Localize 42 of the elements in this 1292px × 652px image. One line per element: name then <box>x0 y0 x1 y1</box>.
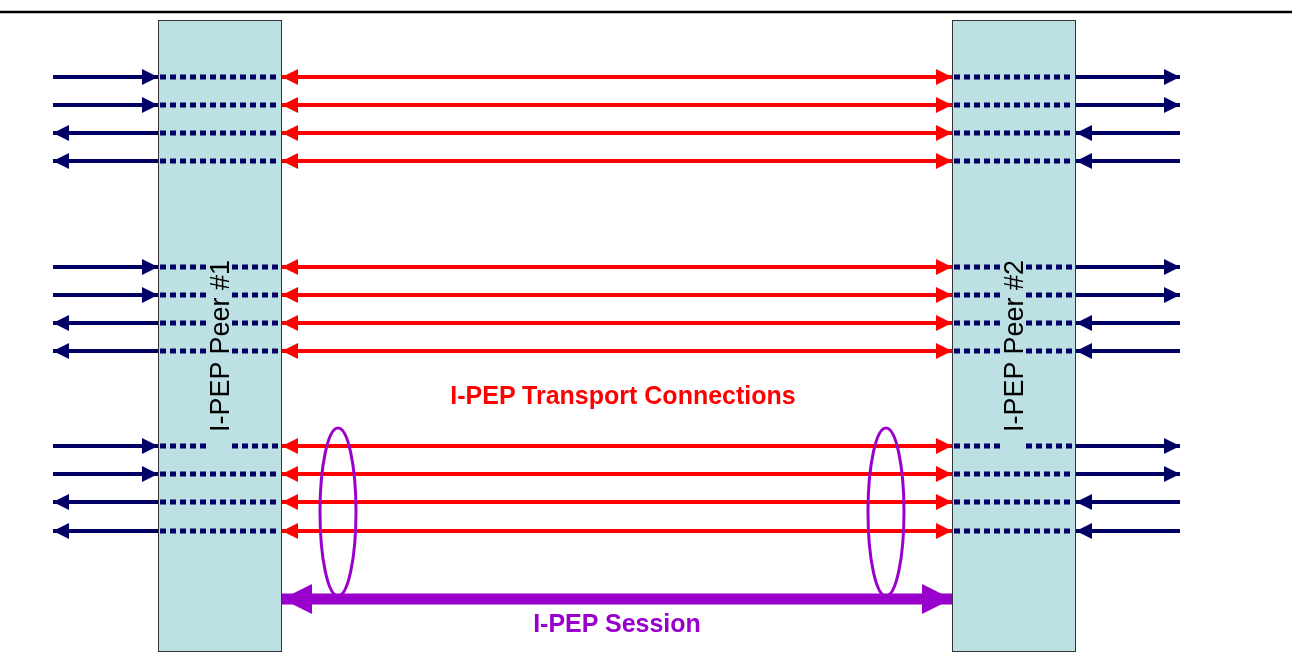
arrow <box>282 69 952 85</box>
arrow <box>282 523 952 539</box>
arrow <box>282 315 952 331</box>
arrow <box>53 153 158 169</box>
arrow <box>282 153 952 169</box>
arrow <box>1076 287 1180 303</box>
arrow <box>282 584 952 614</box>
peer-label: I-PEP Peer #2 <box>998 259 1030 433</box>
arrow <box>282 343 952 359</box>
caption-label: I-PEP Transport Connections <box>450 381 796 410</box>
arrow <box>53 343 158 359</box>
arrow <box>282 466 952 482</box>
arrow <box>282 259 952 275</box>
peer-label: I-PEP Peer #1 <box>204 259 236 433</box>
arrow <box>1076 494 1180 510</box>
arrow <box>53 97 158 113</box>
peer-column <box>952 20 1076 652</box>
arrow <box>1076 125 1180 141</box>
arrow <box>282 438 952 454</box>
arrow <box>53 523 158 539</box>
arrow <box>1076 97 1180 113</box>
arrow <box>282 494 952 510</box>
arrow <box>282 97 952 113</box>
arrow <box>1076 523 1180 539</box>
arrow <box>1076 438 1180 454</box>
arrow <box>53 287 158 303</box>
arrow <box>1076 69 1180 85</box>
arrow <box>1076 343 1180 359</box>
arrow <box>53 315 158 331</box>
arrow <box>53 125 158 141</box>
arrow <box>282 287 952 303</box>
arrow <box>1076 466 1180 482</box>
peer-column <box>158 20 282 652</box>
arrow <box>53 466 158 482</box>
arrow <box>282 125 952 141</box>
arrow <box>53 494 158 510</box>
arrow <box>53 438 158 454</box>
arrow <box>1076 259 1180 275</box>
arrow <box>1076 153 1180 169</box>
arrow <box>53 69 158 85</box>
arrow <box>53 259 158 275</box>
arrow <box>1076 315 1180 331</box>
